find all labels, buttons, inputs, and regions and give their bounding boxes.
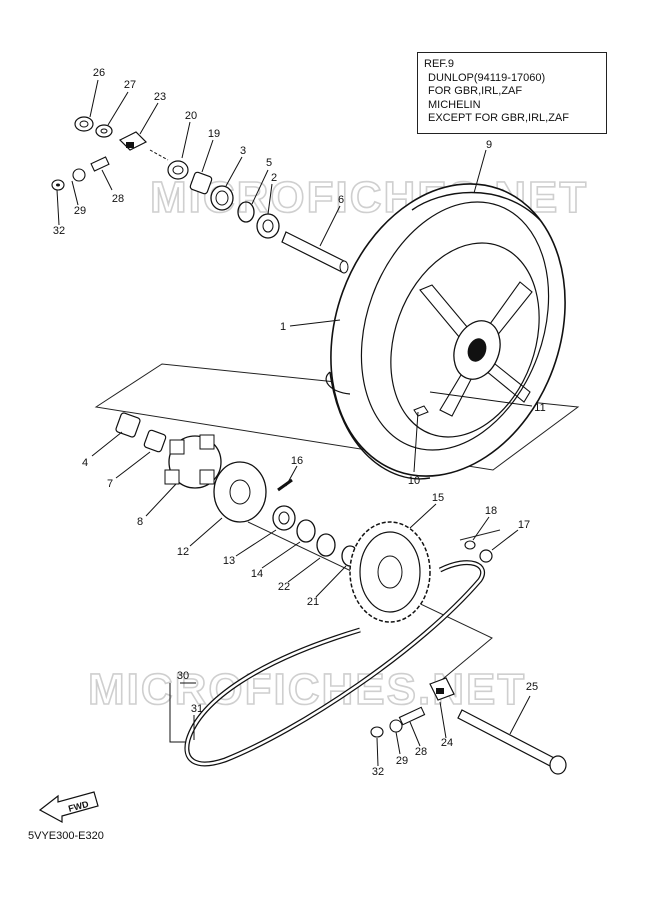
clutch-hub-12 bbox=[213, 461, 267, 523]
callout-12: 12 bbox=[177, 546, 189, 558]
leader-lines bbox=[56, 79, 533, 767]
callout-29-bottom: 29 bbox=[396, 755, 408, 767]
sprocket-15 bbox=[349, 521, 431, 623]
bearing-2 bbox=[256, 213, 280, 239]
callout-28-top: 28 bbox=[112, 193, 124, 205]
oil-seal-14 bbox=[296, 519, 316, 543]
nut-26 bbox=[74, 116, 94, 132]
axle-25 bbox=[457, 709, 567, 775]
callout-16: 16 bbox=[291, 455, 303, 467]
callout-10: 10 bbox=[408, 475, 420, 487]
oil-seal-3 bbox=[210, 185, 234, 211]
note-line-1: REF.9 bbox=[424, 58, 454, 70]
callout-8: 8 bbox=[137, 516, 143, 528]
callout-7: 7 bbox=[107, 478, 113, 490]
callout-18: 18 bbox=[485, 505, 497, 517]
callout-23: 23 bbox=[154, 91, 166, 103]
callout-32-top: 32 bbox=[53, 225, 65, 237]
callout-19: 19 bbox=[208, 128, 220, 140]
callout-28-bottom: 28 bbox=[415, 746, 427, 758]
note-line-5: EXCEPT FOR GBR,IRL,ZAF bbox=[428, 112, 569, 124]
tire-reference-note: REF.9 DUNLOP(94119-17060) FOR GBR,IRL,ZA… bbox=[417, 52, 607, 134]
note-line-4: MICHELIN bbox=[428, 98, 481, 111]
callout-29-top: 29 bbox=[74, 205, 86, 217]
nut-29-bottom bbox=[389, 719, 403, 733]
bearing-4 bbox=[115, 412, 141, 438]
callout-31: 31 bbox=[191, 703, 203, 715]
callout-32-bottom: 32 bbox=[372, 766, 384, 778]
callout-26: 26 bbox=[93, 67, 105, 79]
callout-13: 13 bbox=[223, 555, 235, 567]
washer-32-bottom bbox=[370, 726, 384, 738]
callout-17: 17 bbox=[518, 519, 530, 531]
bolt-28-bottom bbox=[398, 706, 426, 726]
seal-22 bbox=[316, 533, 336, 557]
bearing-13 bbox=[272, 505, 296, 531]
collar-7 bbox=[143, 429, 167, 453]
adjuster-plate-23 bbox=[118, 131, 148, 151]
collar-20 bbox=[167, 160, 189, 180]
stud-16 bbox=[277, 478, 293, 492]
nut-29-top bbox=[72, 168, 86, 182]
callout-24: 24 bbox=[441, 737, 453, 749]
sprocket-group-outline bbox=[247, 521, 493, 689]
callout-20: 20 bbox=[185, 110, 197, 122]
note-line-3: FOR GBR,IRL,ZAF bbox=[428, 85, 523, 97]
callout-21: 21 bbox=[307, 596, 319, 608]
callout-15: 15 bbox=[432, 492, 444, 504]
note-line-2: DUNLOP(94119-17060) bbox=[428, 71, 546, 84]
callout-30: 30 bbox=[177, 670, 189, 682]
drive-chain-30 bbox=[184, 560, 485, 767]
rear-wheel-tire bbox=[325, 183, 566, 480]
rear-wheel-rim bbox=[390, 242, 540, 438]
washer-27 bbox=[95, 124, 113, 138]
nut-17 bbox=[479, 549, 493, 563]
callout-4: 4 bbox=[82, 457, 88, 469]
watermark-bottom: MICROFICHES.NET bbox=[88, 665, 526, 714]
callout-6: 6 bbox=[338, 194, 344, 206]
callout-9: 9 bbox=[486, 139, 492, 151]
circlip-5 bbox=[237, 201, 255, 223]
spacer-6 bbox=[281, 231, 349, 274]
diagram-code: 5VYE300-E320 bbox=[28, 830, 104, 842]
callout-3: 3 bbox=[240, 145, 246, 157]
callout-2: 2 bbox=[271, 172, 277, 184]
adjuster-plate-24 bbox=[429, 677, 455, 701]
callout-25: 25 bbox=[526, 681, 538, 693]
damper-8 bbox=[164, 434, 222, 489]
callout-labels: 26 27 23 20 19 3 5 2 6 9 1 11 10 4 7 8 1… bbox=[53, 67, 546, 778]
washer-18 bbox=[464, 540, 476, 550]
spacer-19 bbox=[189, 171, 213, 195]
callout-11: 11 bbox=[534, 402, 545, 414]
callout-1: 1 bbox=[280, 321, 286, 333]
callout-14: 14 bbox=[251, 568, 263, 580]
callout-5: 5 bbox=[266, 157, 272, 169]
fwd-arrow-icon: FWD bbox=[38, 791, 99, 824]
callout-22: 22 bbox=[278, 581, 290, 593]
callout-27: 27 bbox=[124, 79, 136, 91]
bolt-28-top bbox=[90, 156, 110, 172]
washer-32-top bbox=[51, 179, 65, 191]
